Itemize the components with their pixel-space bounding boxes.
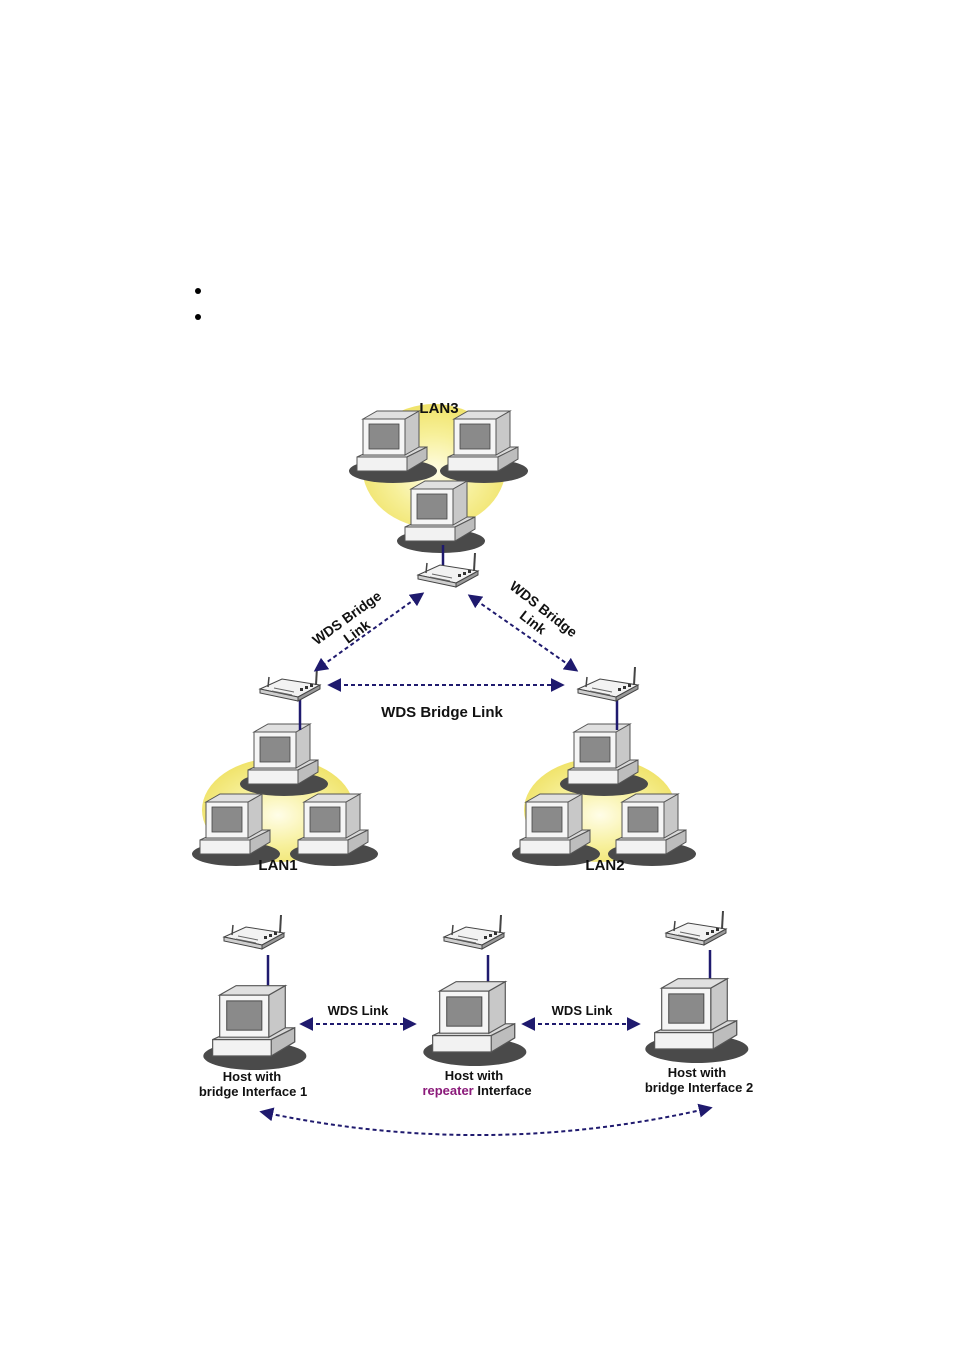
host2-label-line2: repeater Interface [422,1083,531,1098]
host1-label-line1: Host with [223,1069,282,1084]
lan2-router [577,666,639,702]
host1-label-line2: bridge Interface 1 [199,1084,307,1099]
wds-bridge-curve-link [259,1103,713,1136]
wds-bridge-link-right-label: WDS Bridge Link [507,578,581,641]
host1-router [222,913,286,951]
lan2-pc-center [559,723,649,797]
wds-bridge-link-left [313,592,425,672]
wds-bridge-link-left-label: WDS Bridge Link [309,587,384,648]
host3-router [664,909,728,947]
host3-pc [644,978,749,1064]
host3-label-line1: Host with [668,1065,727,1080]
wds-link-1-label: WDS Link [328,1003,389,1018]
lan3-label: LAN3 [419,400,458,417]
lan2-label: LAN2 [585,857,624,874]
lan1-label: LAN1 [258,857,297,874]
host3-label-line2: bridge Interface 2 [645,1080,753,1095]
wds-bridge-link-right [467,594,579,672]
repeater-word: repeater [422,1083,473,1098]
lan3-router [417,552,479,588]
host1-pc [202,985,307,1071]
bullet-1 [195,288,201,294]
host2-label-line1: Host with [445,1068,504,1083]
wds-bridge-link-bottom-label: WDS Bridge Link [381,704,503,721]
host2-router [442,913,506,951]
host2-pc [422,981,527,1067]
wds-link-2-label: WDS Link [552,1003,613,1018]
bullet-2 [195,314,201,320]
lan1-pc-center [239,723,329,797]
lan1-router [259,666,321,702]
